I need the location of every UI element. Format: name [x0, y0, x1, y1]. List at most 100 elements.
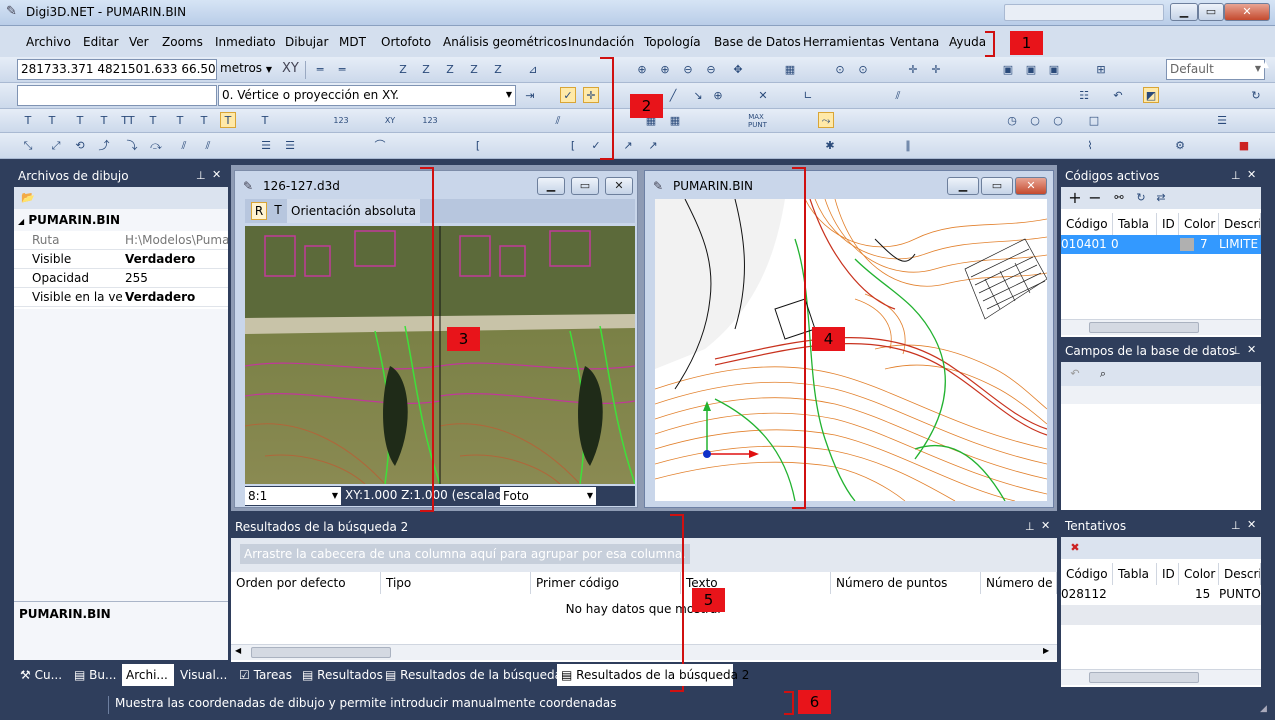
- circle-icon[interactable]: ○: [1030, 114, 1040, 127]
- vector-close-button[interactable]: ✕: [1015, 177, 1047, 195]
- menu-base-datos[interactable]: Base de Datos: [714, 35, 801, 49]
- vector-minimize-button[interactable]: ▁: [947, 177, 979, 195]
- menu-mdt[interactable]: MDT: [339, 35, 366, 49]
- xy-button[interactable]: XY: [282, 61, 299, 76]
- title-search-box[interactable]: [1004, 4, 1164, 21]
- pin-icon[interactable]: ⊥: [196, 169, 206, 182]
- scroll-right-icon[interactable]: ▶: [1043, 646, 1050, 655]
- property-row[interactable]: Visible Verdadero: [14, 250, 228, 269]
- scroll-thumb[interactable]: [1089, 672, 1199, 683]
- active-view-icon[interactable]: ◩: [1143, 87, 1159, 103]
- coords-input[interactable]: 281733.371 4821501.633 66.500: [17, 59, 217, 80]
- vector-map-view[interactable]: [655, 199, 1047, 501]
- tab-left-bu[interactable]: ▤ Bu...: [70, 664, 120, 686]
- edit-tool-3-icon[interactable]: ⟲: [75, 139, 85, 152]
- tab-tareas[interactable]: ☑ Tareas: [235, 664, 295, 686]
- menu-ayuda[interactable]: Ayuda: [949, 35, 987, 49]
- horizontal-scrollbar[interactable]: ◀ ▶: [231, 644, 1057, 660]
- settings-gear-icon[interactable]: ⚙: [1175, 139, 1185, 152]
- z-up-icon[interactable]: Z: [399, 63, 407, 76]
- snap-mode-select[interactable]: 0. Vértice o proyección en XY.▼: [218, 85, 516, 106]
- arrow-up-icon[interactable]: ↗: [623, 139, 633, 152]
- snap-vertex-icon[interactable]: ✓: [560, 87, 576, 103]
- star-tool-icon[interactable]: ✱: [825, 139, 835, 152]
- property-row[interactable]: Visible en la vent Verdadero: [14, 288, 228, 307]
- column-header[interactable]: Código: [1061, 563, 1113, 585]
- measure-tool-icon[interactable]: ∟: [803, 89, 813, 102]
- edit-tool-6-icon[interactable]: ⤼: [150, 139, 162, 152]
- menu-archivo[interactable]: Archivo: [26, 35, 71, 49]
- target-icon[interactable]: ⊕: [713, 89, 723, 102]
- close-icon[interactable]: ✕: [1041, 519, 1051, 532]
- column-header[interactable]: Descrip: [1219, 213, 1261, 235]
- check-icon[interactable]: ✓: [591, 139, 601, 152]
- stereo-minimize-button[interactable]: ▁: [537, 177, 565, 195]
- zoom-window-icon[interactable]: ⊕: [637, 63, 647, 76]
- snap-move-icon[interactable]: ✛: [583, 87, 599, 103]
- tab-resultados-busqueda-2[interactable]: ▤ Resultados de la búsqueda 2: [557, 664, 749, 686]
- grid-options-icon[interactable]: ⊞: [1096, 63, 1106, 76]
- close-icon[interactable]: ✕: [1247, 343, 1257, 356]
- mode-r-button[interactable]: R: [251, 202, 267, 220]
- menu-dibujar[interactable]: Dibujar: [285, 35, 329, 49]
- minimize-button[interactable]: ▁: [1170, 3, 1198, 21]
- snap-type-icon[interactable]: ⇥: [525, 89, 535, 102]
- column-header[interactable]: Tabla: [1113, 563, 1157, 585]
- horizontal-scrollbar[interactable]: [1061, 669, 1261, 685]
- clear-list-icon[interactable]: ✖: [1070, 541, 1080, 554]
- z-slope-icon[interactable]: Z: [470, 63, 478, 76]
- hatch-icon[interactable]: ⫽: [555, 114, 561, 127]
- column-header[interactable]: Color: [1179, 563, 1219, 585]
- edit-tool-4-icon[interactable]: ⤴: [98, 139, 110, 152]
- table-row[interactable]: 028112 15 PUNTO: [1061, 585, 1261, 604]
- measure-icon[interactable]: ⊿: [528, 63, 538, 76]
- menu-topologia[interactable]: Topología: [644, 35, 701, 49]
- clock-icon[interactable]: ◷: [1007, 114, 1017, 127]
- cursor-cross-2-icon[interactable]: ✛: [931, 63, 941, 76]
- scroll-left-icon[interactable]: ◀: [235, 646, 242, 655]
- line-tool-icon[interactable]: ╱: [669, 89, 677, 102]
- swap-icon[interactable]: ⇄: [1156, 191, 1166, 204]
- arrow-tool-icon[interactable]: ↘: [693, 89, 703, 102]
- horizontal-scrollbar[interactable]: [1061, 319, 1261, 335]
- zoom-next-icon[interactable]: ⊙: [858, 63, 868, 76]
- layers-2-icon[interactable]: ☰: [285, 139, 295, 152]
- pin-icon[interactable]: ⊥: [1025, 520, 1035, 533]
- image-mode-select[interactable]: Foto▼: [500, 487, 596, 505]
- stereo-maximize-button[interactable]: ▭: [571, 177, 599, 195]
- tab-left-archi[interactable]: Archi...: [122, 664, 174, 686]
- edit-tool-2-icon[interactable]: ⤢: [51, 139, 61, 152]
- orientation-button[interactable]: Orientación absoluta: [287, 199, 421, 223]
- resize-grip-icon[interactable]: ◢: [1260, 704, 1267, 714]
- column-header[interactable]: ID: [1157, 213, 1179, 235]
- zoom-previous-icon[interactable]: ⊙: [835, 63, 845, 76]
- column-header[interactable]: Orden por defecto: [231, 572, 381, 594]
- remove-icon[interactable]: −: [1088, 188, 1102, 207]
- menu-ver[interactable]: Ver: [129, 35, 149, 49]
- arrow-up-2-icon[interactable]: ↗: [648, 139, 658, 152]
- search-binoculars-icon[interactable]: ⚯: [1114, 191, 1124, 204]
- menu-ventana[interactable]: Ventana: [890, 35, 940, 49]
- z-interp-icon[interactable]: Z: [446, 63, 454, 76]
- cube-view-icon[interactable]: ▣: [1002, 63, 1014, 76]
- grid-tool-2-icon[interactable]: ▦: [669, 114, 681, 127]
- column-header[interactable]: Número de puntos: [831, 572, 981, 594]
- file-node[interactable]: ◢ PUMARIN.BIN: [14, 211, 228, 230]
- pan-icon[interactable]: ✥: [733, 63, 743, 76]
- text-active-icon[interactable]: T: [220, 112, 236, 128]
- zoom-all-icon[interactable]: ⊖: [706, 63, 716, 76]
- stereo-close-button[interactable]: ✕: [605, 177, 633, 195]
- snap-grid-icon[interactable]: ═: [316, 63, 324, 76]
- text-tool-6-icon[interactable]: T: [149, 114, 157, 127]
- parallel-icon[interactable]: ∥: [905, 139, 911, 152]
- layers-icon[interactable]: ☰: [261, 139, 271, 152]
- menu-analisis[interactable]: Análisis geométricos: [443, 35, 568, 49]
- column-header[interactable]: Tabla: [1113, 213, 1157, 235]
- menu-inundacion[interactable]: Inundación: [568, 35, 635, 49]
- command-input[interactable]: [17, 85, 217, 106]
- maximize-button[interactable]: ▭: [1198, 3, 1224, 21]
- zoom-out-icon[interactable]: ⊖: [683, 63, 693, 76]
- property-row[interactable]: Ruta H:\Modelos\Pumar: [14, 231, 228, 250]
- pin-icon[interactable]: ⊥: [1231, 344, 1241, 357]
